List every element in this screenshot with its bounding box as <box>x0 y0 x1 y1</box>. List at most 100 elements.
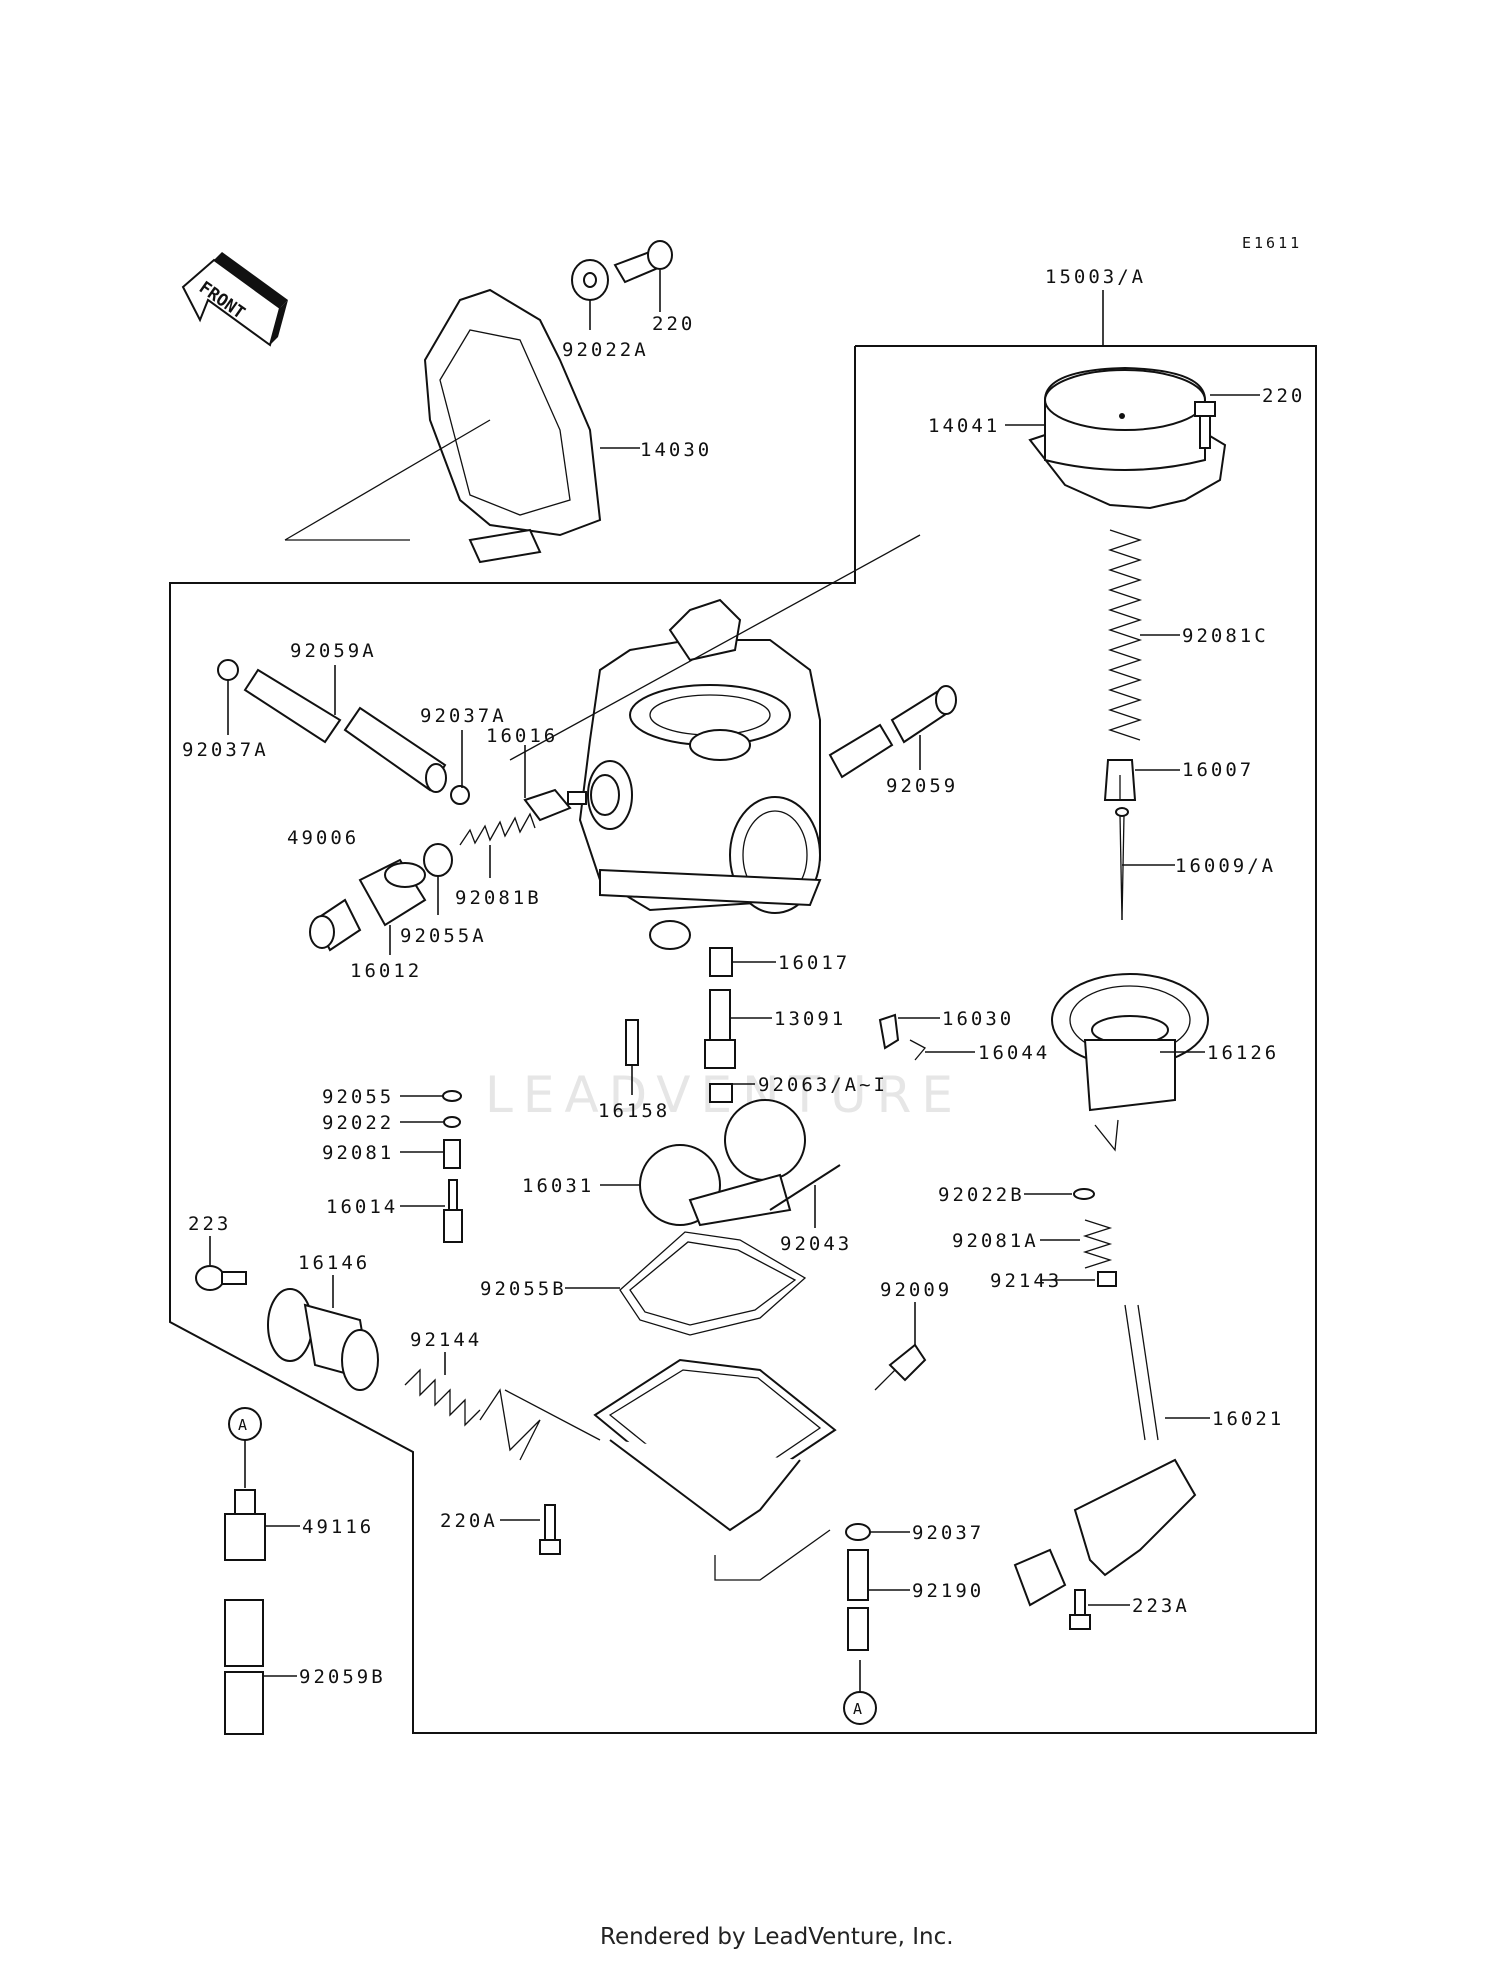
label-16030: 16030 <box>942 1008 1014 1030</box>
cap-49116 <box>224 1489 266 1561</box>
label-49116: 49116 <box>302 1516 374 1538</box>
label-92059B: 92059B <box>299 1666 386 1688</box>
label-16158: 16158 <box>598 1100 670 1122</box>
clip-92037 <box>845 1523 871 1541</box>
label-92022: 92022 <box>322 1112 394 1134</box>
label-14041: 14041 <box>928 415 1000 437</box>
throttle-stop-screw-16014 <box>443 1179 463 1243</box>
part-labels: 15003/A 220 92022A 14030 220 14041 92081… <box>182 266 1305 1688</box>
label-92037A-mid: 92037A <box>420 705 507 727</box>
spring-92144 <box>404 1368 541 1461</box>
label-92081: 92081 <box>322 1142 394 1164</box>
gasket-92055B <box>619 1231 807 1336</box>
main-jet-92063 <box>709 1083 733 1103</box>
diagram-code: E1611 <box>1242 234 1302 252</box>
washer-92022 <box>443 1116 461 1128</box>
float-bowl <box>504 1358 837 1532</box>
plunger-16012 <box>358 858 427 927</box>
nut-92143 <box>1097 1271 1117 1287</box>
label-16031: 16031 <box>522 1175 594 1197</box>
label-16007: 16007 <box>1182 759 1254 781</box>
hose-92059 <box>828 685 957 779</box>
ref-marker-bottom: A <box>843 1660 877 1725</box>
cap-49006 <box>309 898 362 952</box>
label-92081A: 92081A <box>952 1230 1039 1252</box>
label-15003: 15003/A <box>1045 266 1146 288</box>
label-92081B: 92081B <box>455 887 542 909</box>
front-arrow-icon: FRONT <box>181 252 288 347</box>
pilot-screw-16016 <box>523 788 587 822</box>
washer-92022B <box>1073 1188 1095 1200</box>
float-16031 <box>639 1099 806 1227</box>
spring-92081C <box>1107 529 1143 741</box>
top-cover-14041 <box>1028 366 1227 510</box>
leader-lines <box>209 270 1260 1677</box>
svg-text:A: A <box>238 1416 250 1434</box>
coasting-enricher-16146 <box>267 1288 379 1391</box>
label-92022A: 92022A <box>562 339 649 361</box>
hose-92059A <box>243 668 447 793</box>
label-16014: 16014 <box>326 1196 398 1218</box>
label-92144: 92144 <box>410 1329 482 1351</box>
label-92059A: 92059A <box>290 640 377 662</box>
label-92143: 92143 <box>990 1270 1062 1292</box>
clip-92037A-mid <box>450 785 470 805</box>
label-92059: 92059 <box>886 775 958 797</box>
screw-220-right <box>1194 401 1216 449</box>
label-220-top: 220 <box>652 313 695 335</box>
pin-92043 <box>769 1164 841 1211</box>
clip-16044 <box>909 1039 927 1061</box>
label-92081C: 92081C <box>1182 625 1269 647</box>
label-92063: 92063/A~I <box>758 1074 888 1096</box>
label-13091: 13091 <box>774 1008 846 1030</box>
hose-92190 <box>847 1549 869 1651</box>
air-box-cover-14030 <box>284 288 602 564</box>
needle-jet-16017 <box>709 947 733 977</box>
label-92055B: 92055B <box>480 1278 567 1300</box>
label-16017: 16017 <box>778 952 850 974</box>
label-16146: 16146 <box>298 1252 370 1274</box>
footer-credit: Rendered by LeadVenture, Inc. <box>600 1924 954 1950</box>
float-valve-16030 <box>878 1013 900 1050</box>
label-14030: 14030 <box>640 439 712 461</box>
label-92055: 92055 <box>322 1086 394 1108</box>
oring-92055A <box>423 843 453 877</box>
screw-92009 <box>874 1343 927 1391</box>
label-92037A-left: 92037A <box>182 739 269 761</box>
label-92022B: 92022B <box>938 1184 1025 1206</box>
jet-needle-16009 <box>1115 807 1129 921</box>
spring-92081A <box>1082 1219 1113 1269</box>
ref-marker-top: A <box>228 1407 262 1488</box>
label-220A: 220A <box>440 1510 498 1532</box>
label-16126: 16126 <box>1207 1042 1279 1064</box>
label-16021: 16021 <box>1212 1408 1284 1430</box>
assembly-frame <box>169 345 1317 1734</box>
label-223: 223 <box>188 1213 231 1235</box>
label-16009: 16009/A <box>1175 855 1276 877</box>
svg-text:A: A <box>853 1700 865 1718</box>
diaphragm-16126 <box>1051 973 1209 1152</box>
needle-holder-16007 <box>1103 759 1137 801</box>
label-92055A: 92055A <box>400 925 487 947</box>
label-16044: 16044 <box>978 1042 1050 1064</box>
label-92037: 92037 <box>912 1522 984 1544</box>
label-16012: 16012 <box>350 960 422 982</box>
label-92190: 92190 <box>912 1580 984 1602</box>
washer-92055 <box>442 1090 462 1102</box>
bowl-bracket <box>714 1529 831 1581</box>
clip-92037A-left <box>217 659 239 681</box>
spring-92081 <box>443 1139 461 1169</box>
label-16016: 16016 <box>486 725 558 747</box>
main-jet-holder-13091 <box>704 989 736 1069</box>
label-92009: 92009 <box>880 1279 952 1301</box>
spring-92081B <box>459 812 536 846</box>
screw-223 <box>195 1265 247 1291</box>
choke-cable-16021 <box>1013 1304 1197 1607</box>
hose-92059B <box>224 1599 264 1735</box>
label-223A: 223A <box>1132 1595 1190 1617</box>
label-220-right: 220 <box>1262 385 1305 407</box>
label-49006: 49006 <box>287 827 359 849</box>
screw-223A <box>1069 1589 1091 1630</box>
screw-220A <box>539 1504 561 1555</box>
